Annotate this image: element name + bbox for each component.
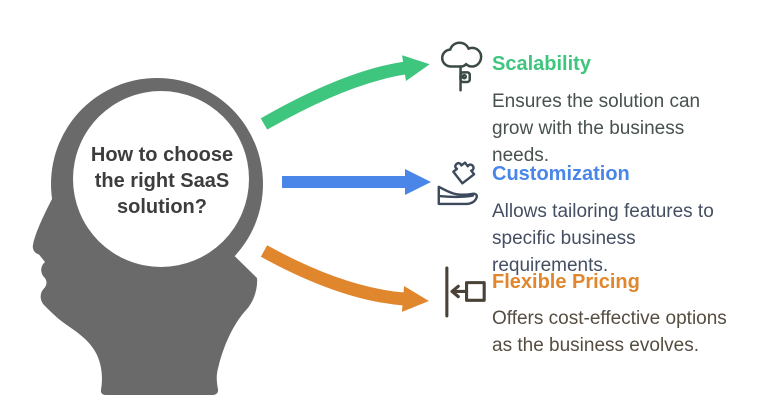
thought-circle	[73, 91, 249, 267]
cloud-growth-icon	[440, 41, 483, 92]
section-title-customization: Customization	[492, 163, 630, 185]
section-title-scalability: Scalability	[492, 53, 591, 75]
section-title-flexible-pricing: Flexible Pricing	[492, 271, 640, 293]
section-description-scalability: Ensures the solution can grow with the b…	[492, 91, 701, 166]
arrow-scalability	[260, 55, 430, 130]
section-description-flexible-pricing: Offers cost-effective options as the bus…	[492, 308, 727, 356]
price-box-icon	[445, 266, 486, 318]
arrow-flexible-pricing	[260, 245, 429, 312]
head-silhouette	[32, 78, 263, 395]
question-text: How to choose the right SaaS solution?	[90, 144, 234, 218]
hand-puzzle-icon	[437, 161, 478, 206]
section-description-customization: Allows tailoring features to specific bu…	[492, 201, 714, 276]
